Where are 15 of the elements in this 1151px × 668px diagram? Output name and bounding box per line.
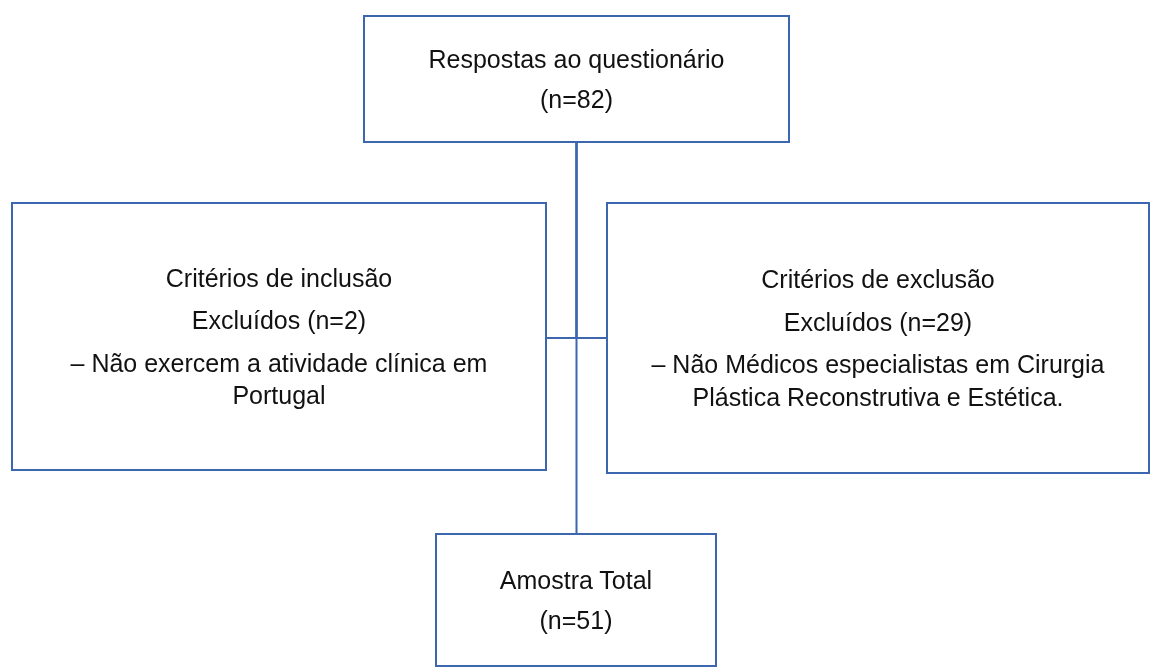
box-text: – Não Médicos especialistas em Cirurgia Plástica Reconstrutiva e Estética. <box>650 349 1106 413</box>
process-box <box>435 533 717 667</box>
process-box <box>11 202 547 471</box>
process-box <box>606 202 1150 474</box>
box-text: Critérios de inclusão <box>165 262 393 294</box>
box-text: Excluídos (n=2) <box>191 305 367 336</box>
box-text: – Não exercem a atividade clínica em Portugal <box>69 347 489 411</box>
connector-line <box>575 142 607 339</box>
process-box <box>363 15 790 143</box>
box-text: Critérios de exclusão <box>761 264 995 295</box>
box-text: (n=51) <box>539 605 613 636</box>
box-text: Excluídos (n=29) <box>783 306 973 338</box>
box-text: Amostra Total <box>499 564 653 596</box>
box-text: Respostas ao questionário <box>428 43 725 75</box>
box-text: (n=82) <box>540 84 613 115</box>
